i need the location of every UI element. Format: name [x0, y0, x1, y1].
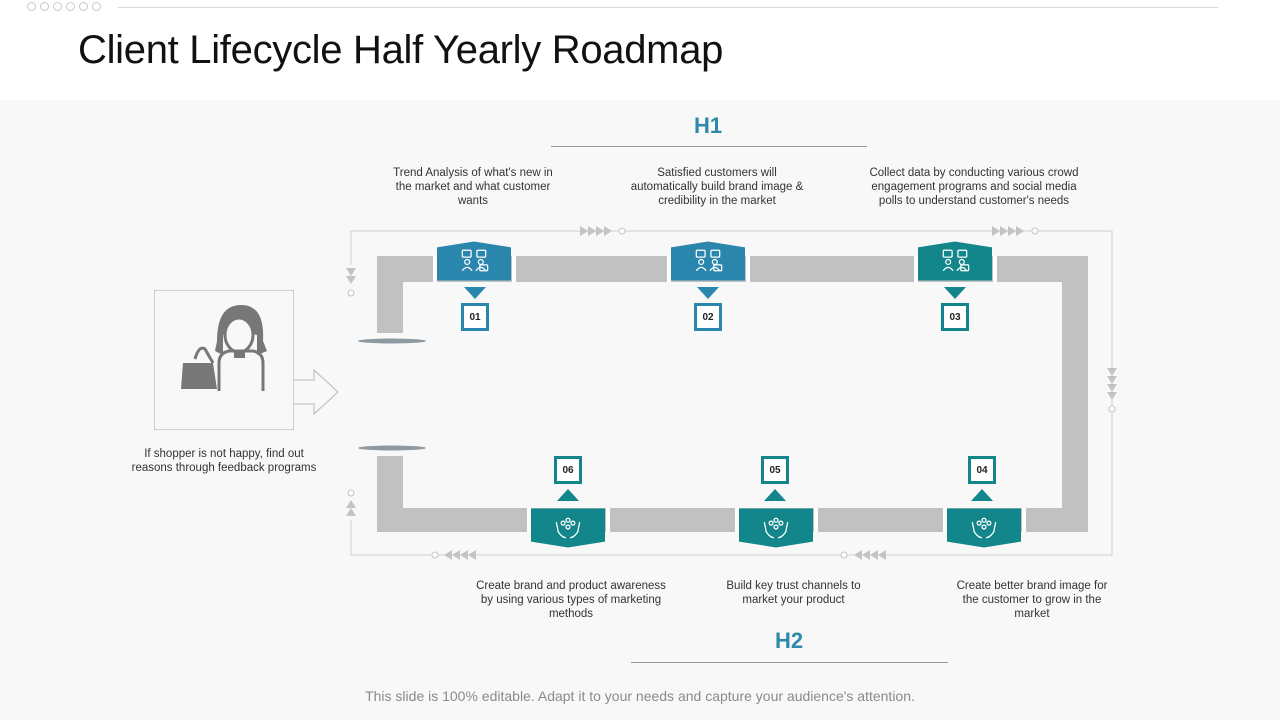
step-03-icon-box — [918, 241, 992, 281]
step-06-icon-box — [531, 508, 605, 548]
step-02-pointer — [697, 287, 719, 299]
step-06-text: Create brand and product awareness by us… — [476, 580, 666, 620]
slide-nav-dots — [27, 2, 101, 11]
step-05-pointer — [764, 489, 786, 501]
shopper-text: If shopper is not happy, find out reason… — [131, 448, 317, 474]
step-06-pointer — [557, 489, 579, 501]
step-03-text: Collect data by conducting various crowd… — [869, 167, 1079, 207]
step-01-text: Trend Analysis of what's new in the mark… — [393, 167, 553, 207]
step-04-number: 04 — [968, 456, 996, 484]
people-chat-icon — [461, 249, 489, 272]
h1-rule — [551, 146, 867, 147]
step-05-text: Build key trust channels to market your … — [726, 580, 861, 606]
slide-title: Client Lifecycle Half Yearly Roadmap — [78, 28, 724, 72]
step-02-icon-box — [671, 241, 745, 281]
step-02-number: 02 — [694, 303, 722, 331]
step-05-icon-box — [739, 508, 813, 548]
h1-heading: H1 — [693, 113, 723, 138]
shopper-box — [154, 290, 294, 430]
top-divider — [118, 7, 1218, 8]
hands-network-icon — [763, 517, 789, 539]
footer-note: This slide is 100% editable. Adapt it to… — [365, 688, 915, 704]
step-04-text: Create better brand image for the custom… — [956, 580, 1108, 620]
step-05-number: 05 — [761, 456, 789, 484]
hands-network-icon — [971, 517, 997, 539]
step-03-pointer — [944, 287, 966, 299]
h2-heading: H2 — [774, 628, 804, 653]
step-02-text: Satisfied customers will automatically b… — [630, 167, 804, 207]
hands-network-icon — [555, 517, 581, 539]
step-01-number: 01 — [461, 303, 489, 331]
step-04-icon-box — [947, 508, 1021, 548]
people-chat-icon — [695, 249, 723, 272]
step-01-pointer — [464, 287, 486, 299]
step-03-number: 03 — [941, 303, 969, 331]
shopper-icon — [181, 305, 267, 391]
step-06-number: 06 — [554, 456, 582, 484]
step-01-icon-box — [437, 241, 511, 281]
h2-rule — [631, 662, 948, 663]
people-chat-icon — [942, 249, 970, 272]
step-04-pointer — [971, 489, 993, 501]
